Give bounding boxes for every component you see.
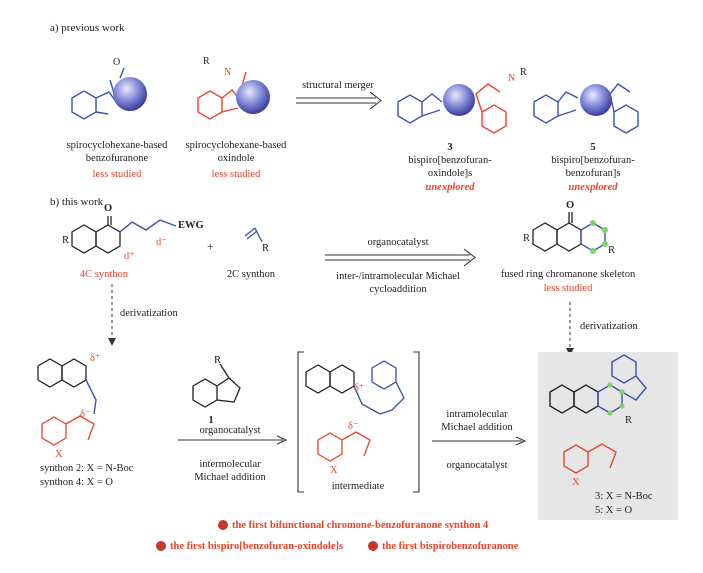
b-arrow-bottom-2: cycloaddition <box>369 284 427 295</box>
atom-r-4c: R <box>62 235 70 246</box>
highlight-2: the first bispiro[benzofuran-oxindole]s <box>170 541 344 552</box>
synthon4c-label: 4C synthon <box>79 269 129 280</box>
prod5-note: unexplored <box>568 182 618 193</box>
mol2-line1: spirocyclohexane-based <box>185 140 287 151</box>
spiro-ball-1 <box>113 77 147 111</box>
atom-n-3: N <box>508 73 516 84</box>
deriv-left: derivatization <box>120 308 178 319</box>
mol2-note: less studied <box>211 169 261 180</box>
step2-top-2: Michael addition <box>441 422 513 433</box>
mol-4c-synthon <box>71 216 121 254</box>
atom-o-1: O <box>113 57 121 68</box>
mol2-line2: oxindole <box>217 153 255 164</box>
spiro-ball-2 <box>236 80 270 114</box>
mol-synthon-2-4 <box>37 358 97 446</box>
intermediate-brackets <box>297 351 420 493</box>
atom-x-1: X <box>55 449 63 460</box>
d-minus-label: d⁻ <box>156 237 167 248</box>
delta-plus-2: δ⁺ <box>354 383 365 394</box>
atom-r-1: R <box>203 56 210 67</box>
b-main-arrow <box>325 248 476 267</box>
prod5-line2: benzofuran]s <box>565 168 621 179</box>
atom-o-4c: O <box>104 203 113 214</box>
prod5-num: 5 <box>590 142 596 153</box>
step1-bottom-2: Michael addition <box>194 472 266 483</box>
mol-product-5 <box>533 83 639 134</box>
ewg-chain <box>119 219 177 233</box>
merger-label: structural merger <box>302 80 374 91</box>
mol-fused-chromanone <box>532 212 582 252</box>
mol1-note: less studied <box>92 169 142 180</box>
prod3-line2: oxindole]s <box>427 168 473 179</box>
atom-r-final: R <box>625 415 633 426</box>
step1-bottom-1: intermolecular <box>199 459 261 470</box>
mol1-line1: spirocyclohexane-based <box>66 140 168 151</box>
plus-sign: + <box>207 239 214 253</box>
delta-plus-1: δ⁺ <box>90 353 101 364</box>
atom-r-1c: R <box>214 355 222 366</box>
spiro-ball-3 <box>443 84 475 116</box>
deriv-right: derivatization <box>580 321 638 332</box>
mol-compound-1 <box>192 363 241 408</box>
fused-note: less studied <box>543 283 593 294</box>
mol-product-3 <box>397 83 507 134</box>
atom-r-3: R <box>520 67 527 78</box>
intermediate-label: intermediate <box>331 481 385 492</box>
atom-x-final: X <box>572 477 580 488</box>
d-plus-label: d⁺ <box>124 251 135 262</box>
section-b-heading: b) this work <box>50 196 104 208</box>
section-a-heading: a) previous work <box>50 22 125 34</box>
prod5-line1: bispiro[benzofuran- <box>551 155 635 166</box>
synthon2c-label: 2C synthon <box>226 269 276 280</box>
atom-r-fused-1: R <box>523 233 531 244</box>
delta-minus-1: δ⁻ <box>80 409 91 420</box>
highlight-3: the first bispirobenzofuranone <box>382 541 519 552</box>
step2-bottom: organocatalyst <box>446 460 508 471</box>
atom-r-2c: R <box>262 243 270 254</box>
step1-arrow <box>178 435 288 445</box>
ewg-label: EWG <box>178 220 204 231</box>
step2-arrow <box>432 436 527 446</box>
atom-r-fused-2: R <box>608 245 616 256</box>
delta-minus-2: δ⁻ <box>348 421 359 432</box>
merger-arrow <box>296 91 382 110</box>
highlight-1: the first bifunctional chromone-benzofur… <box>232 520 489 531</box>
atom-n-1: N <box>224 67 232 78</box>
spiro-ball-5 <box>580 84 612 116</box>
highlight-marks <box>156 520 378 551</box>
fused-label: fused ring chromanone skeleton <box>500 269 636 280</box>
prod3-line1: bispiro[benzofuran- <box>408 155 492 166</box>
step2-top-1: intramolecular <box>446 409 508 420</box>
mol1-line2: benzofuranone <box>85 153 149 164</box>
step1-top: organocatalyst <box>199 425 261 436</box>
b-arrow-bottom-1: inter-/intramolecular Michael <box>336 271 460 282</box>
atom-o-fused: O <box>566 200 575 211</box>
synthon4-label: synthon 4: X = O <box>40 477 114 488</box>
prod3-note: unexplored <box>425 182 475 193</box>
mol-intermediate <box>305 360 405 462</box>
product-3-label: 3: X = N-Boc <box>595 491 653 502</box>
product-5-label: 5: X = O <box>595 505 633 516</box>
product-panel <box>538 352 678 520</box>
b-arrow-top: organocatalyst <box>367 237 429 248</box>
mol-2c-synthon <box>244 227 263 243</box>
prod3-num: 3 <box>447 142 453 153</box>
synthon2-label: synthon 2: X = N-Boc <box>40 463 134 474</box>
compound-1-num: 1 <box>208 415 214 426</box>
atom-x-2: X <box>330 465 338 476</box>
